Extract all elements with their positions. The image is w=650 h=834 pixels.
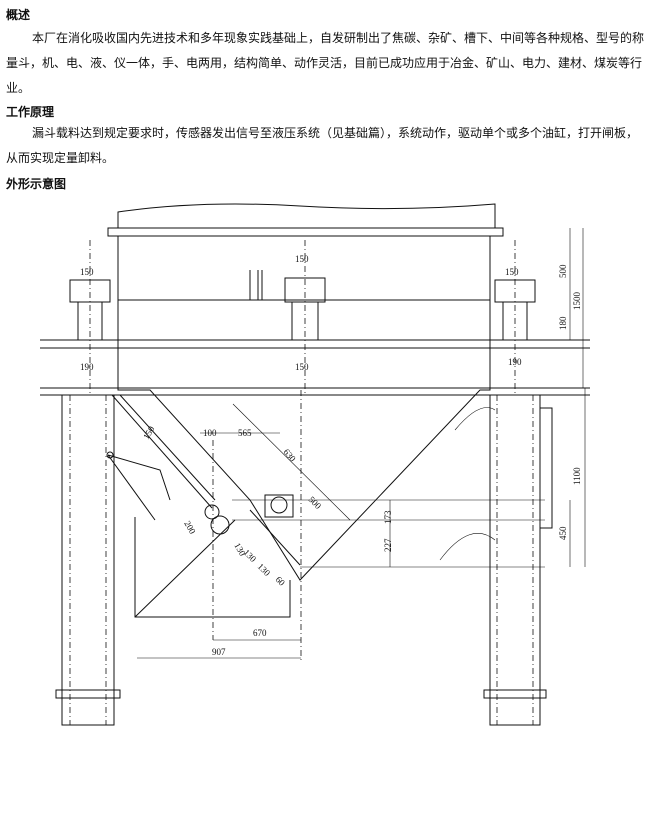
- dim-label: 227: [383, 538, 393, 552]
- hopper-lid: [117, 203, 496, 229]
- dim-label: 150: [80, 267, 94, 277]
- dim-label: 500: [307, 494, 324, 511]
- left-column: [61, 394, 115, 726]
- dim-label: 565: [238, 428, 252, 438]
- dim-label: 1100: [572, 467, 582, 485]
- dim-label: 907: [212, 647, 226, 657]
- principle-paragraph: 漏斗载料达到规定要求时，传感器发出信号至液压系统（见基础篇），系统动作，驱动单个…: [6, 126, 639, 165]
- dim-label: 500: [558, 264, 568, 278]
- heading-overview: 概述: [6, 8, 31, 22]
- dim-label: 150: [141, 424, 157, 441]
- dim-label: 150: [295, 254, 309, 264]
- dim-label: 100: [203, 428, 217, 438]
- dim-label: 190: [508, 357, 522, 367]
- dim-label: 60: [274, 574, 288, 588]
- heading-principle: 工作原理: [6, 105, 55, 119]
- dim-label: 630: [281, 447, 298, 464]
- right-column: [489, 394, 541, 726]
- dim-label: 450: [558, 526, 568, 540]
- dim-label: 200: [182, 519, 198, 536]
- overview-paragraph: 本厂在消化吸收国内先进技术和多年现象实践基础上，自发研制出了焦碳、杂矿、槽下、中…: [6, 31, 645, 95]
- dim-label: 670: [253, 628, 267, 638]
- hopper-flange: [107, 227, 504, 237]
- dim-label: 1500: [572, 292, 582, 311]
- dim-label: 173: [383, 510, 393, 524]
- dim-label: 180: [558, 316, 568, 330]
- hopper-body: [117, 236, 491, 581]
- dim-label: 150: [295, 362, 309, 372]
- dim-label: 150: [505, 267, 519, 277]
- heading-outline-drawing: 外形示意图: [6, 177, 67, 191]
- dim-label: 130: [256, 561, 273, 578]
- dim-label: 190: [80, 362, 94, 372]
